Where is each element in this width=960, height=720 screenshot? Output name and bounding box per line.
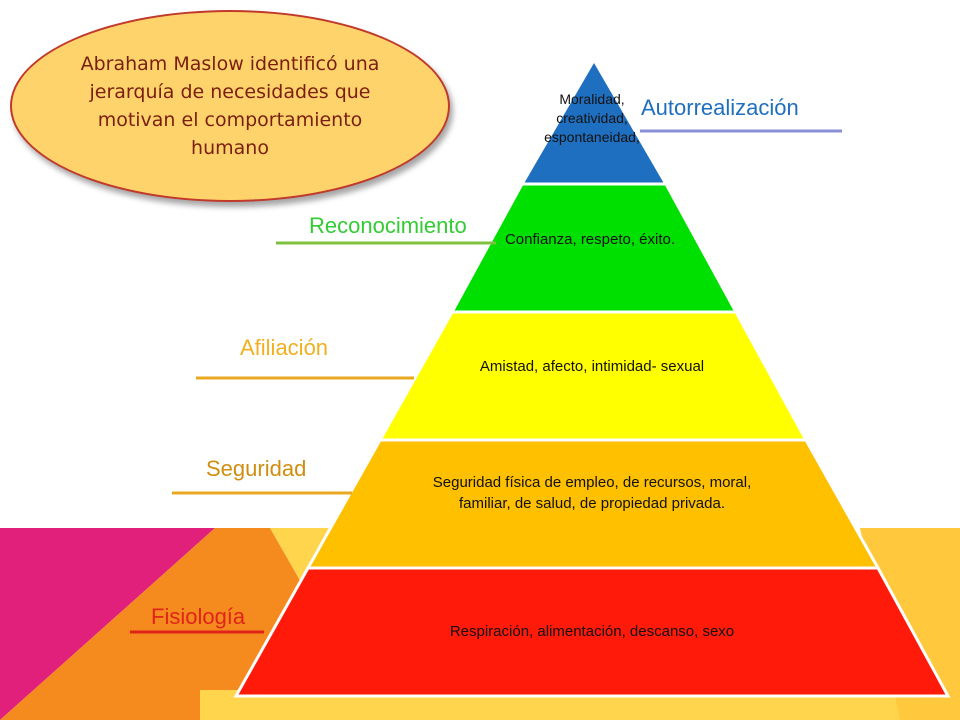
level-description-reconocimiento: Confianza, respeto, éxito.	[504, 231, 676, 248]
level-label-reconocimiento: Reconocimiento	[309, 213, 467, 238]
level-label-seguridad: Seguridad	[206, 456, 307, 481]
level-label-afiliacion: Afiliación	[240, 335, 329, 360]
level-description-seguridad: Seguridad física de empleo, de recursos,…	[432, 474, 752, 512]
level-description-fisiologia: Respiración, alimentación, descanso, sex…	[449, 623, 735, 640]
level-description-autorrealizacion: Moralidad, creatividad, espontaneidad,	[544, 91, 640, 145]
intro-oval: Abraham Maslow identificó una jerarquía …	[10, 10, 450, 202]
pyramid-level-fisiologia	[233, 566, 951, 698]
level-description-afiliacion: Amistad, afecto, intimidad- sexual	[479, 358, 705, 375]
level-label-fisiologia: Fisiología	[151, 604, 246, 629]
level-label-autorrealizacion: Autorrealización	[641, 95, 799, 120]
intro-text: Abraham Maslow identificó una jerarquía …	[80, 53, 380, 159]
